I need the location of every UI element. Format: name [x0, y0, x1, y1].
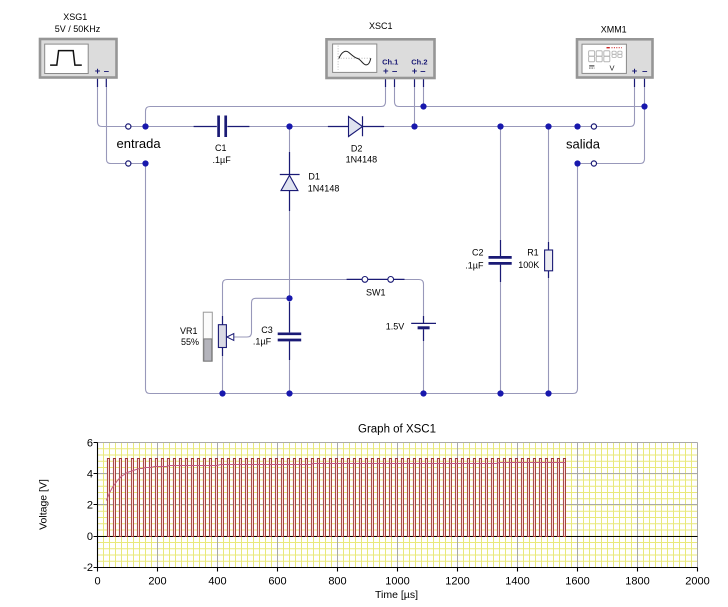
svg-text:XSC1: XSC1	[369, 21, 393, 31]
svg-text:200: 200	[148, 576, 166, 588]
svg-text:1N4148: 1N4148	[308, 184, 340, 194]
svg-text:1N4148: 1N4148	[346, 155, 378, 165]
svg-text:VR1: VR1	[180, 326, 198, 336]
svg-text:.1µF: .1µF	[213, 155, 232, 165]
svg-text:.1µF: .1µF	[465, 261, 484, 271]
svg-text:entrada: entrada	[117, 136, 162, 151]
svg-text:–: –	[104, 66, 109, 77]
svg-text:Graph of XSC1: Graph of XSC1	[358, 424, 436, 436]
svg-text:SW1: SW1	[366, 288, 386, 298]
svg-text:2: 2	[87, 500, 93, 512]
svg-text:–: –	[420, 66, 425, 77]
svg-text:XMM1: XMM1	[601, 25, 627, 35]
svg-text:C2: C2	[472, 248, 484, 258]
svg-text:6: 6	[87, 437, 93, 449]
svg-text:100K: 100K	[518, 260, 539, 270]
svg-text:4: 4	[87, 469, 93, 481]
svg-text:Time [µs]: Time [µs]	[375, 589, 418, 601]
svg-text:400: 400	[208, 576, 226, 588]
svg-text:+: +	[412, 66, 418, 77]
svg-text:1800: 1800	[625, 576, 649, 588]
svg-text:salida: salida	[566, 137, 601, 152]
svg-text:1600: 1600	[565, 576, 589, 588]
svg-text:+: +	[383, 66, 389, 77]
svg-text:Ch.2: Ch.2	[411, 57, 427, 66]
svg-text:1.5V: 1.5V	[386, 321, 405, 331]
svg-text:+: +	[95, 66, 101, 77]
svg-text:1200: 1200	[445, 576, 469, 588]
svg-text:D2: D2	[351, 144, 363, 154]
svg-text:Voltage [V]: Voltage [V]	[38, 479, 50, 530]
svg-text:600: 600	[268, 576, 286, 588]
svg-text:XSG1: XSG1	[63, 12, 87, 22]
svg-text:R1: R1	[527, 247, 539, 257]
svg-text:V: V	[609, 63, 614, 72]
svg-text:0: 0	[87, 531, 93, 543]
svg-text:-2: -2	[83, 562, 93, 574]
svg-text:800: 800	[328, 576, 346, 588]
svg-text:C1: C1	[215, 143, 227, 153]
svg-text:D1: D1	[308, 172, 320, 182]
svg-text:+: +	[632, 66, 638, 77]
svg-text:–: –	[642, 66, 647, 77]
svg-text:1000: 1000	[385, 576, 409, 588]
svg-text:.1µF: .1µF	[253, 337, 272, 347]
svg-text:55%: 55%	[181, 337, 199, 347]
svg-text:1400: 1400	[505, 576, 529, 588]
svg-text:Ch.1: Ch.1	[382, 57, 398, 66]
svg-text:–: –	[392, 66, 397, 77]
svg-text:C3: C3	[261, 325, 273, 335]
svg-text:0: 0	[94, 576, 100, 588]
svg-text:2000: 2000	[685, 576, 709, 588]
svg-text:5V / 50KHz: 5V / 50KHz	[55, 24, 101, 34]
